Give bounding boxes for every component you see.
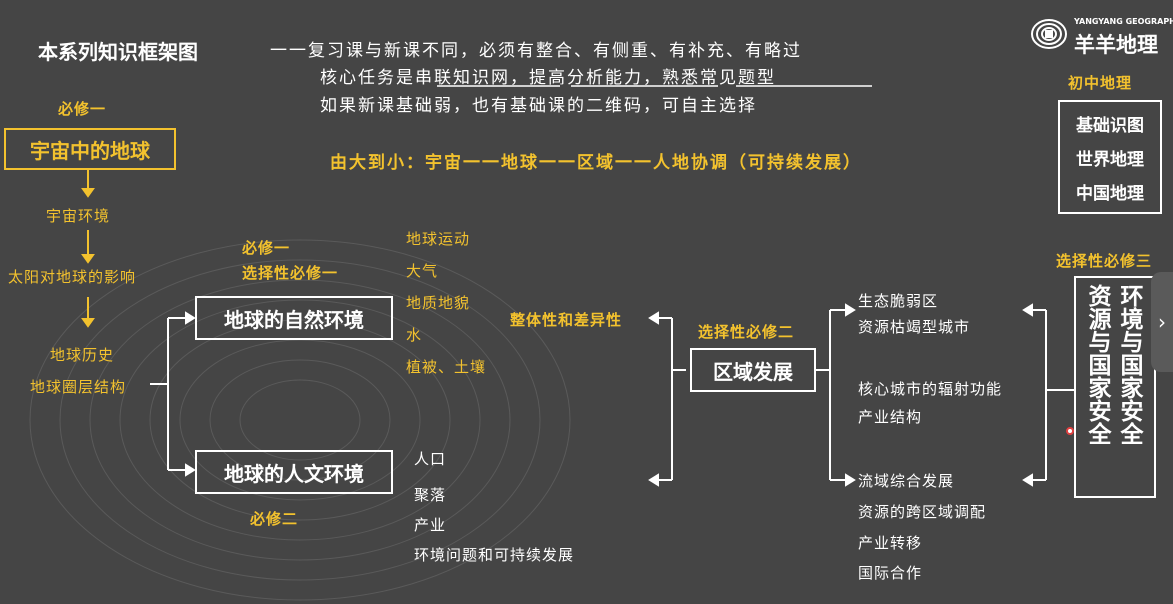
- note-line-2: 核心任务是串联知识网，提高分析能力，熟悉常见题型: [320, 68, 776, 88]
- human-item: 环境问题和可持续发展: [414, 546, 575, 564]
- region-item: 资源的跨区域调配: [858, 503, 987, 521]
- region-item: 生态脆弱区: [858, 292, 939, 310]
- region-tag: 选择性必修二: [698, 323, 795, 341]
- note-line-3: 如果新课基础弱，也有基础课的二维码，可自主选择: [320, 96, 757, 116]
- chevron-right-icon: ›: [1158, 310, 1166, 334]
- natural-item: 水: [406, 326, 423, 344]
- integration-label: 整体性和差异性: [510, 311, 623, 329]
- region-item: 产业转移: [858, 534, 923, 552]
- security-col-environment: 环境与国家安全: [1116, 284, 1142, 445]
- natural-item: 大气: [406, 262, 439, 280]
- natural-item: 植被、土壤: [406, 358, 487, 376]
- cursor-marker: [1066, 427, 1074, 435]
- human-item: 人口: [414, 450, 447, 468]
- natural-environment-box: 地球的自然环境: [195, 296, 393, 340]
- chain-item: 地球历史: [50, 346, 115, 364]
- region-item: 资源枯竭型城市: [858, 318, 971, 336]
- human-item: 聚落: [414, 486, 447, 504]
- logo-icon: [1031, 19, 1067, 49]
- region-item: 核心城市的辐射功能: [858, 380, 1003, 398]
- region-development-box: 区域发展: [690, 348, 816, 392]
- junior-item: 中国地理: [1076, 183, 1144, 204]
- brand-en: YANGYANG GEOGRAPHY: [1074, 17, 1173, 26]
- human-tag: 必修二: [250, 510, 299, 528]
- human-item: 产业: [414, 516, 447, 534]
- natural-tag-1: 必修一: [242, 239, 291, 257]
- natural-item: 地质地貌: [406, 294, 471, 312]
- security-tag: 选择性必修三: [1056, 252, 1153, 270]
- left-chain-tag: 必修一: [58, 100, 107, 118]
- chain-item: 地球圈层结构: [30, 378, 127, 396]
- security-box: 资源与国家安全 环境与国家安全: [1074, 276, 1156, 498]
- junior-label: 初中地理: [1068, 74, 1133, 92]
- sequence-line: 由大到小：宇宙一一地球一一区域一一人地协调（可持续发展）: [330, 153, 862, 173]
- region-item: 国际合作: [858, 564, 923, 582]
- page-title: 本系列知识框架图: [38, 40, 198, 64]
- universe-earth-box: 宇宙中的地球: [4, 128, 176, 170]
- chain-item: 宇宙环境: [46, 207, 111, 225]
- next-slide-button[interactable]: ›: [1151, 272, 1173, 372]
- security-col-resources: 资源与国家安全: [1084, 284, 1110, 445]
- junior-item: 世界地理: [1076, 149, 1144, 170]
- natural-item: 地球运动: [406, 230, 471, 248]
- region-item: 产业结构: [858, 408, 923, 426]
- junior-item: 基础识图: [1076, 115, 1144, 136]
- natural-tag-2: 选择性必修一: [242, 264, 339, 282]
- brand-cn: 羊羊地理: [1074, 33, 1158, 57]
- note-line-1: 一一复习课与新课不同，必须有整合、有侧重、有补充、有略过: [270, 41, 802, 61]
- junior-box: 基础识图 世界地理 中国地理: [1058, 100, 1162, 214]
- chain-item: 太阳对地球的影响: [8, 268, 137, 286]
- human-environment-box: 地球的人文环境: [195, 450, 393, 494]
- region-item: 流域综合发展: [858, 472, 955, 490]
